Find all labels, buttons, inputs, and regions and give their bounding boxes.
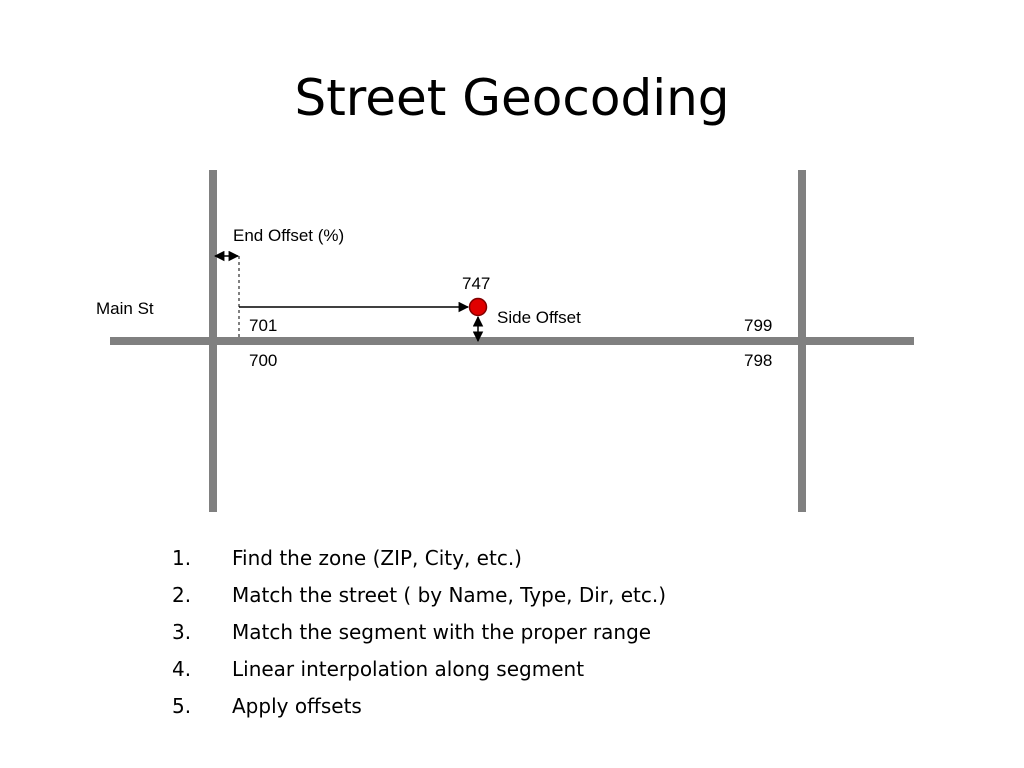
step-text: Apply offsets	[232, 694, 362, 718]
step-text: Linear interpolation along segment	[232, 657, 585, 681]
range-start-odd-label: 701	[249, 316, 277, 335]
step-text: Match the street ( by Name, Type, Dir, e…	[232, 583, 667, 607]
step-number: 1.	[172, 546, 192, 570]
list-item: 4. Linear interpolation along segment	[172, 651, 666, 688]
side-offset-label: Side Offset	[497, 308, 581, 327]
step-number: 2.	[172, 583, 192, 607]
step-number: 5.	[172, 694, 192, 718]
range-end-odd-label: 799	[744, 316, 772, 335]
geocoded-point-marker	[468, 297, 488, 317]
street-name-label: Main St	[96, 299, 154, 318]
point-address-label: 747	[462, 274, 490, 293]
step-text: Match the segment with the proper range	[232, 620, 652, 644]
list-item: 5. Apply offsets	[172, 688, 666, 725]
range-start-even-label: 700	[249, 351, 277, 370]
end-offset-label: End Offset (%)	[233, 226, 344, 245]
list-item: 2. Match the street ( by Name, Type, Dir,…	[172, 577, 666, 614]
list-item: 1. Find the zone (ZIP, City, etc.)	[172, 540, 666, 577]
step-text: Find the zone (ZIP, City, etc.)	[232, 546, 522, 570]
slide-title: Street Geocoding	[294, 69, 730, 127]
list-item: 3. Match the segment with the proper rang…	[172, 614, 666, 651]
steps-list: 1. Find the zone (ZIP, City, etc.) 2. Matc…	[172, 540, 666, 725]
step-number: 4.	[172, 657, 192, 681]
range-end-even-label: 798	[744, 351, 772, 370]
step-number: 3.	[172, 620, 192, 644]
